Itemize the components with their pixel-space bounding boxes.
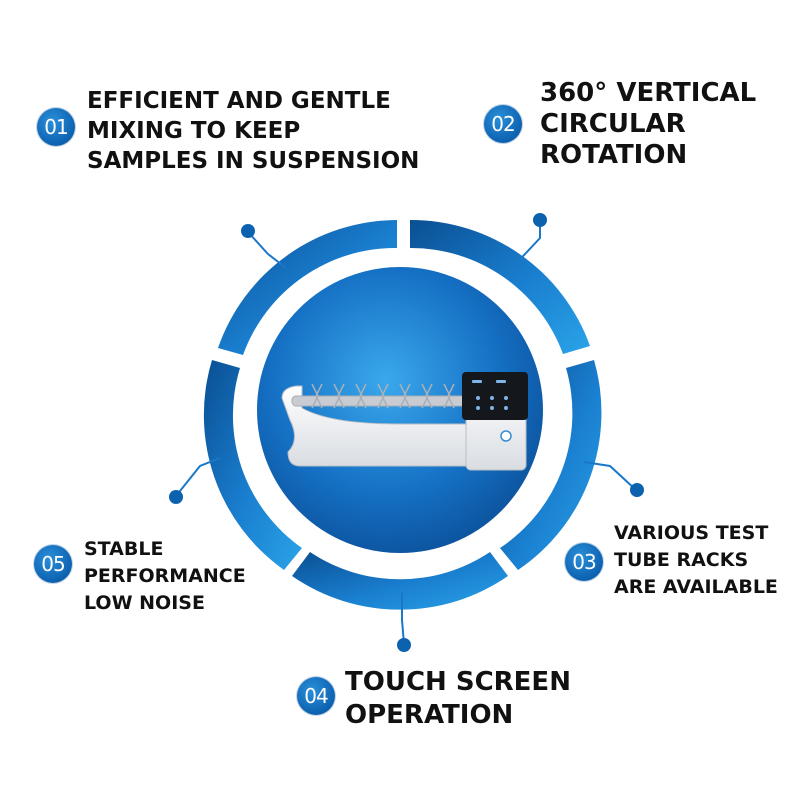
feature-04-line-1: TOUCH SCREEN <box>345 667 571 697</box>
feature-03-text: VARIOUS TEST TUBE RACKS ARE AVAILABLE <box>614 520 778 601</box>
feature-04-text: TOUCH SCREEN OPERATION <box>345 666 571 732</box>
connector-line-05 <box>175 457 221 497</box>
ring-segment-top-right <box>410 219 590 354</box>
pin-dot-icon <box>630 483 644 497</box>
feature-02-line-2: CIRCULAR <box>540 109 686 139</box>
feature-03-line-1: VARIOUS TEST <box>614 522 769 544</box>
feature-02-text: 360° VERTICAL CIRCULAR ROTATION <box>540 78 756 171</box>
pin-dot-icon <box>533 213 547 227</box>
feature-05-text: STABLE PERFORMANCE LOW NOISE <box>84 536 246 617</box>
connectors <box>175 220 637 645</box>
ring-segments <box>203 219 602 610</box>
feature-03-line-3: ARE AVAILABLE <box>614 576 778 598</box>
badge-03: 03 <box>565 543 603 581</box>
connector-line-03 <box>583 461 637 491</box>
badge-02: 02 <box>484 105 522 143</box>
feature-02-line-3: ROTATION <box>540 140 688 170</box>
feature-01-line-2: MIXING TO KEEP <box>87 118 301 144</box>
ring-segment-top-left <box>218 220 397 355</box>
feature-02-line-1: 360° VERTICAL <box>540 78 757 108</box>
device-touch-screen <box>462 372 528 420</box>
feature-05-line-2: PERFORMANCE <box>84 565 246 587</box>
tube-holders <box>311 383 455 409</box>
connector-line-01 <box>247 231 287 269</box>
ring-segment-right <box>500 360 602 570</box>
feature-05-line-1: STABLE <box>84 538 164 560</box>
feature-01-line-3: SAMPLES IN SUSPENSION <box>87 148 420 174</box>
inner-disc-rim <box>253 263 547 557</box>
ring-segment-bottom <box>292 552 508 610</box>
feature-04-line-2: OPERATION <box>345 700 514 730</box>
badge-05: 05 <box>34 545 72 583</box>
pin-dot-icon <box>241 224 255 238</box>
feature-03-line-2: TUBE RACKS <box>614 549 749 571</box>
feature-01-line-1: EFFICIENT AND GENTLE <box>87 88 391 114</box>
pin-dot-icon <box>397 638 411 652</box>
touch-screen-buttons <box>472 380 508 410</box>
connector-dots <box>169 213 644 652</box>
pin-dot-icon <box>169 490 183 504</box>
inner-disc <box>255 265 545 555</box>
device-base <box>281 385 469 467</box>
ring-segment-left <box>203 360 302 570</box>
tube-rotator-device <box>281 372 528 471</box>
connector-line-04 <box>401 592 405 645</box>
feature-01-text: EFFICIENT AND GENTLE MIXING TO KEEP SAMP… <box>87 86 419 176</box>
feature-05-line-3: LOW NOISE <box>84 592 205 614</box>
power-button-icon <box>500 430 512 442</box>
badge-04: 04 <box>297 677 335 715</box>
badge-01: 01 <box>37 108 75 146</box>
